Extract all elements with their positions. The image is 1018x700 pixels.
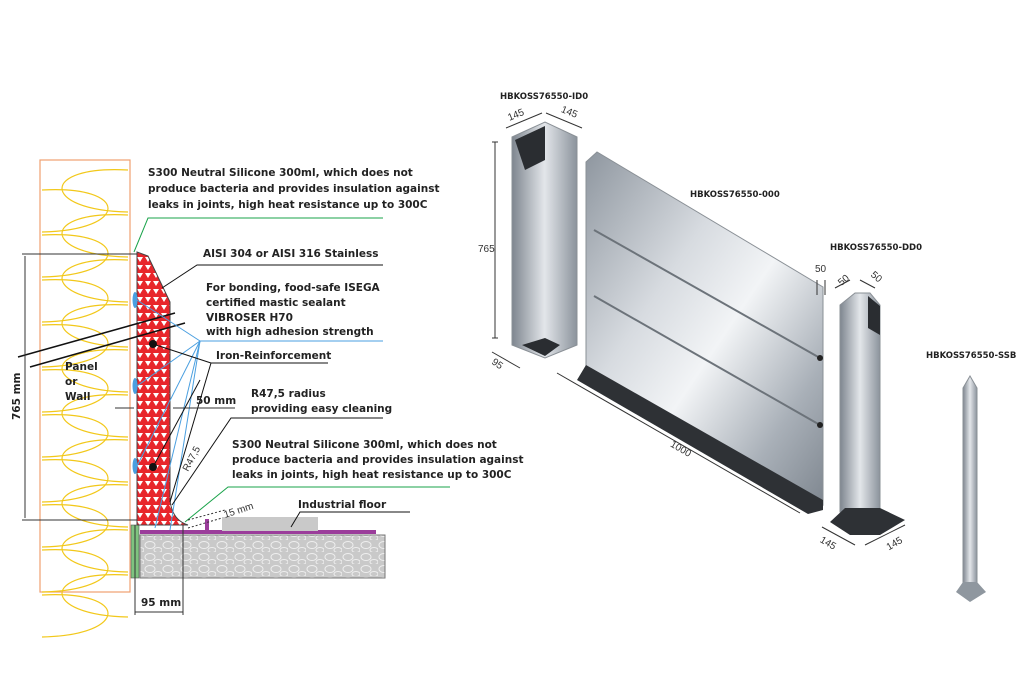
svg-text:HBKOSS76550-SSB: HBKOSS76550-SSB bbox=[926, 351, 1016, 361]
svg-text:50: 50 bbox=[868, 270, 884, 286]
steel-label: AISI 304 or AISI 316 Stainless bbox=[203, 248, 378, 260]
floor-label: Industrial floor bbox=[298, 499, 387, 511]
svg-text:765: 765 bbox=[478, 244, 495, 255]
svg-text:HBKOSS76550-000: HBKOSS76550-000 bbox=[690, 190, 780, 200]
insulation-loop bbox=[41, 349, 129, 413]
depth-label: 95 mm bbox=[141, 597, 181, 609]
svg-text:95: 95 bbox=[489, 357, 505, 373]
insulation-loop bbox=[41, 169, 129, 233]
svg-text:145: 145 bbox=[818, 535, 838, 553]
post-product: HBKOSS76550-SSB bbox=[926, 351, 1016, 602]
insulation-loop bbox=[41, 484, 129, 548]
insulation-loop bbox=[41, 574, 129, 638]
thickness-label: 50 mm bbox=[196, 395, 236, 407]
insulation-loop bbox=[41, 394, 129, 458]
insulation-loop bbox=[41, 529, 129, 593]
height-label: 765 mm bbox=[11, 372, 23, 420]
section-labels: S300 Neutral Silicone 300ml, which does … bbox=[11, 167, 524, 609]
svg-text:145: 145 bbox=[559, 104, 579, 121]
skirting-profile bbox=[132, 251, 189, 526]
insulation-loop bbox=[41, 439, 129, 503]
insulation-loop bbox=[41, 259, 129, 323]
svg-text:HBKOSS76550-ID0: HBKOSS76550-ID0 bbox=[500, 92, 588, 102]
silicone-bottom-label: S300 Neutral Silicone 300ml, which does … bbox=[232, 439, 524, 481]
insulation-loop bbox=[41, 304, 129, 368]
radius-label: R47,5 bbox=[181, 444, 203, 473]
svg-text:50: 50 bbox=[815, 264, 827, 275]
inner-corner-product: HBKOSS76550-ID0 145 145 765 95 bbox=[478, 92, 588, 372]
iron-label: Iron-Reinforcement bbox=[216, 350, 331, 362]
svg-text:HBKOSS76550-DD0: HBKOSS76550-DD0 bbox=[830, 243, 922, 253]
svg-text:145: 145 bbox=[885, 535, 905, 553]
outer-corner-product: HBKOSS76550-DD0 50 50 145 145 bbox=[818, 243, 922, 553]
panel-lines bbox=[17, 312, 186, 368]
floor-slab bbox=[130, 517, 386, 579]
panel-product: HBKOSS76550-000 1000 50 bbox=[556, 151, 827, 514]
silicone-top-label: S300 Neutral Silicone 300ml, which does … bbox=[148, 167, 440, 211]
